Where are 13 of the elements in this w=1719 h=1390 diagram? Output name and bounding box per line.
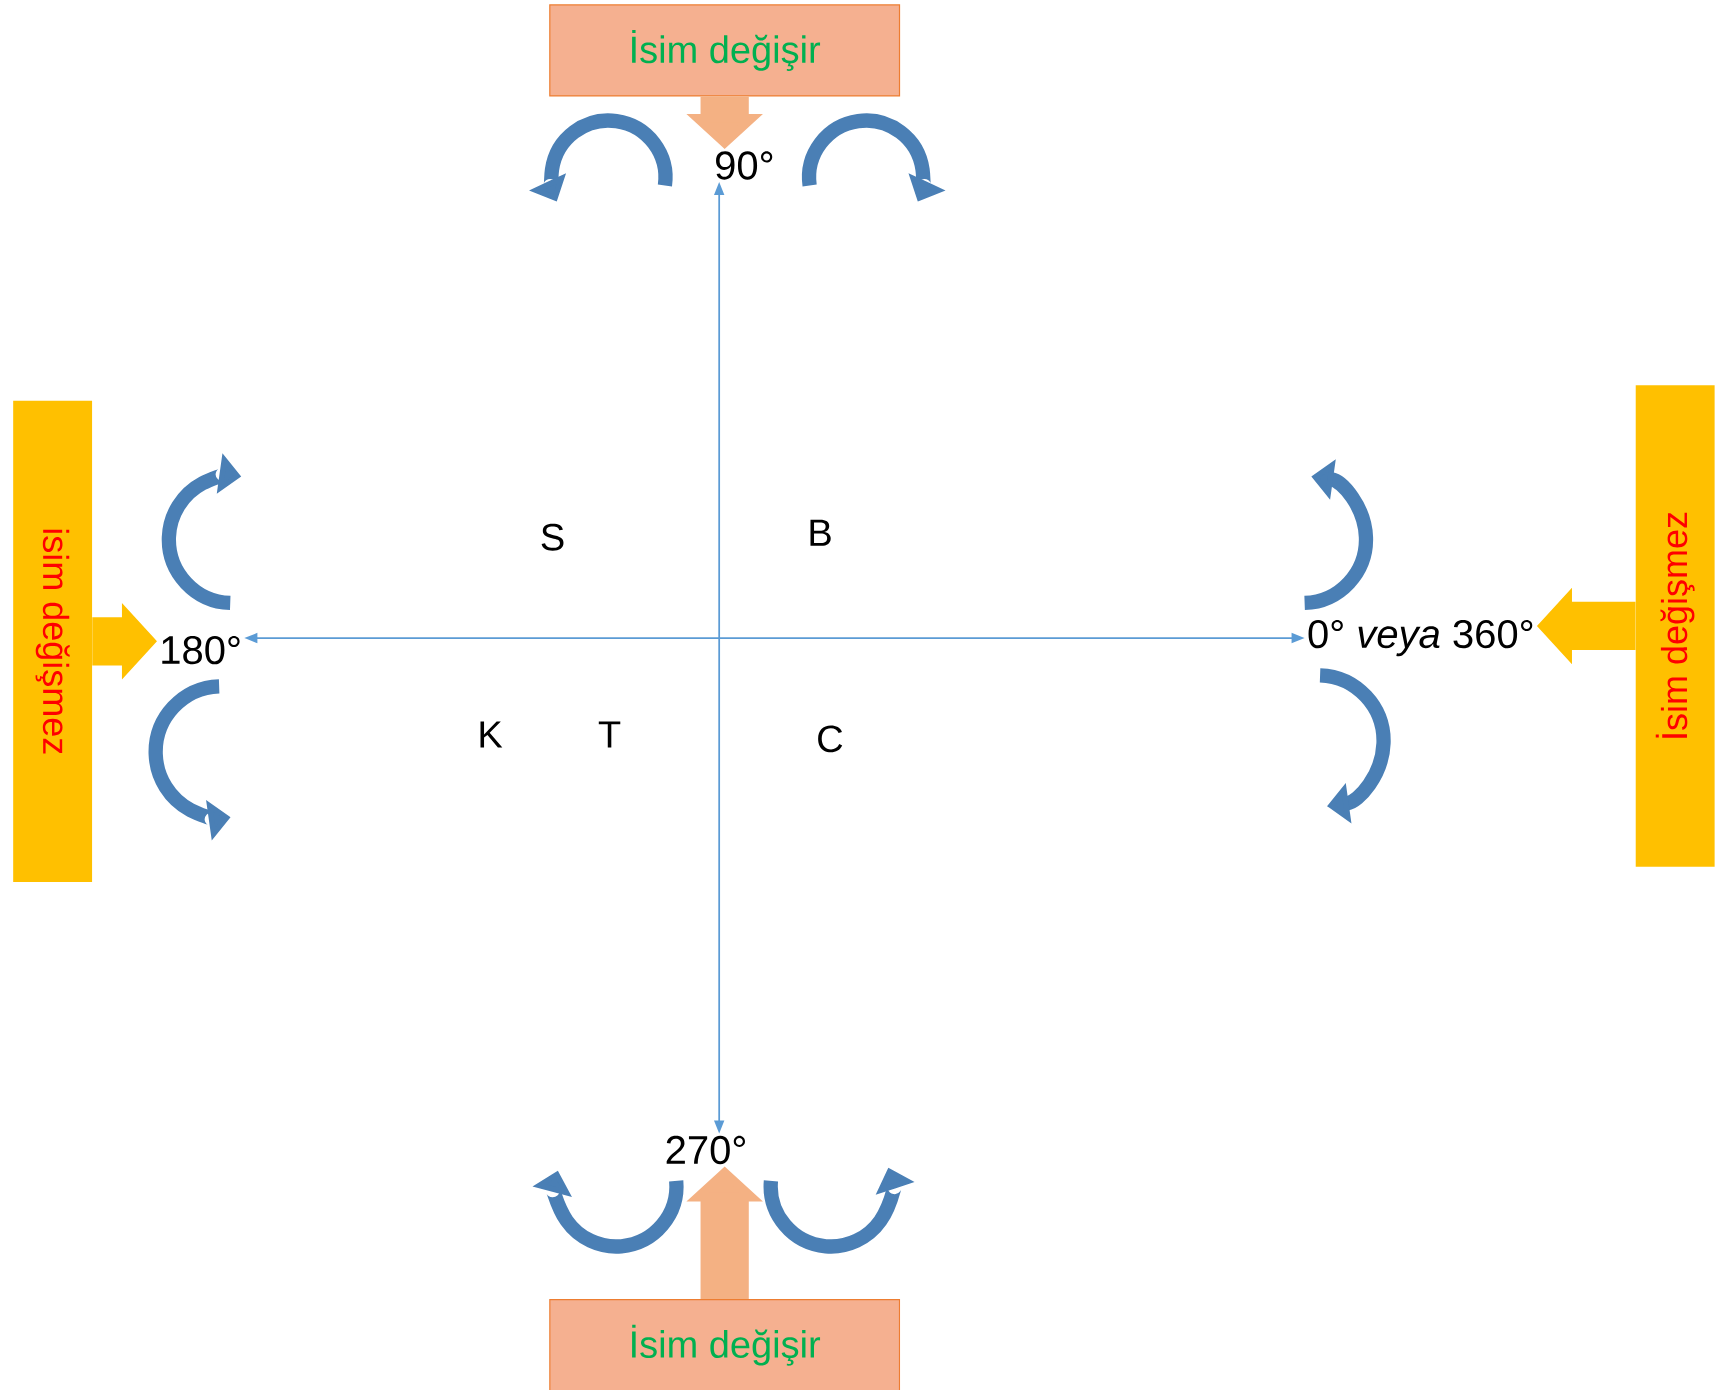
angle-label: 90°: [716, 151, 773, 180]
quadrant-letter: S: [541, 523, 564, 551]
label-box: İsim değişir: [549, 1299, 901, 1390]
label-box: isim değişmez: [13, 400, 93, 882]
quadrant-letter: B: [810, 519, 831, 546]
angle-label: 0° veya 360°: [1308, 619, 1533, 657]
label-box: İsim değişir: [549, 4, 901, 97]
quadrant-letter: C: [818, 725, 843, 753]
label-box: İsim değişmez: [1635, 385, 1715, 867]
quadrant-letter: K: [480, 721, 503, 748]
quadrant-letter: T: [598, 721, 621, 748]
angle-label: 180°: [162, 635, 240, 665]
angle-label: 270°: [666, 1135, 745, 1165]
